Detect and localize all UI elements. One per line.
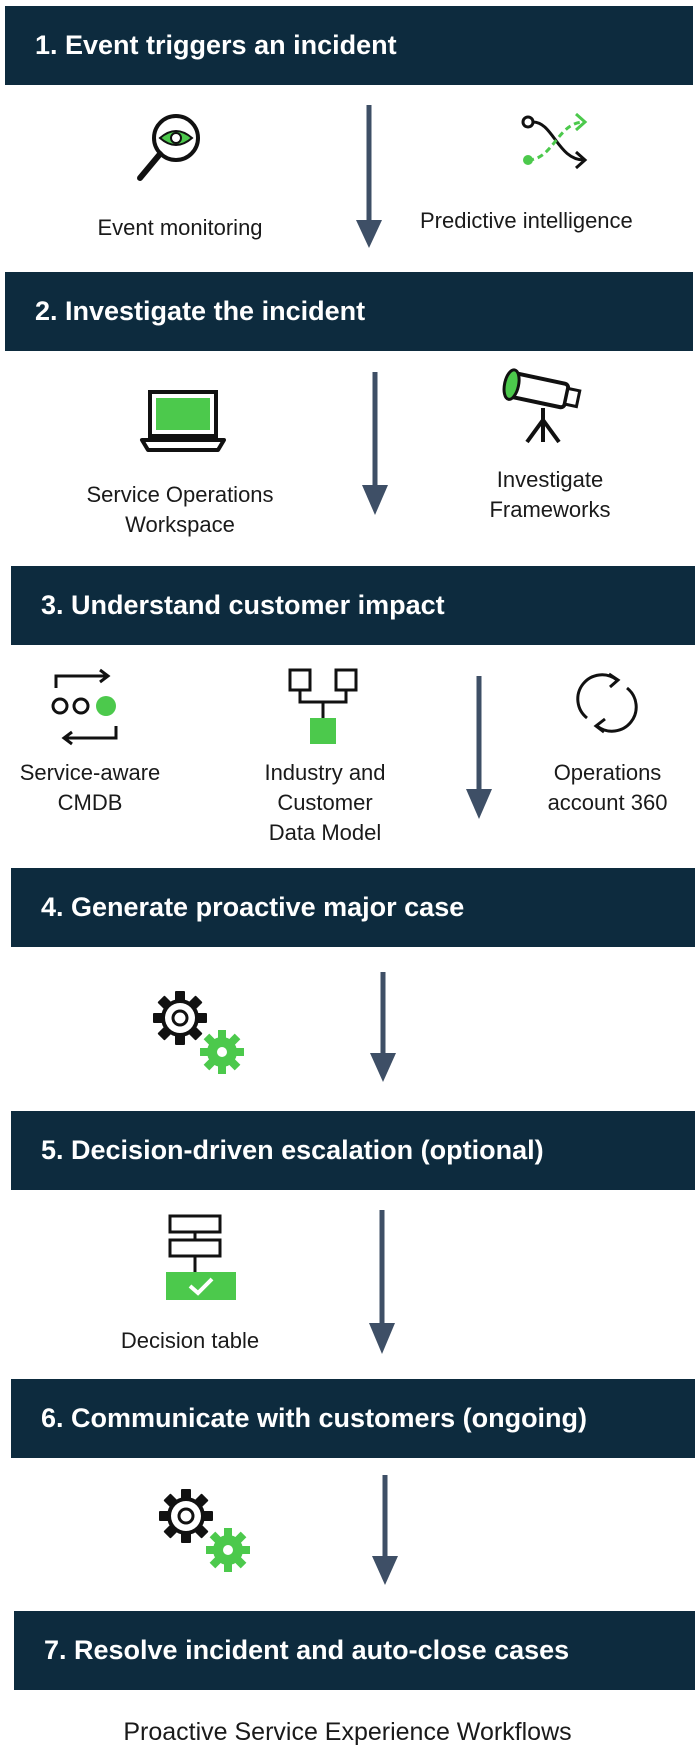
service-aware-cmdb-line1: Service-aware bbox=[19, 760, 161, 785]
magnifier-eye-icon bbox=[137, 114, 200, 181]
service-aware-cmdb-line2: CMDB bbox=[57, 790, 123, 815]
decision-table-label: Decision table bbox=[120, 1328, 260, 1353]
cycle-icon bbox=[576, 672, 638, 734]
industry-data-model-line2: Customer bbox=[277, 790, 373, 815]
operations-account-360-line1: Operations bbox=[553, 760, 662, 785]
step-4-bar: 4. Generate proactive major case bbox=[11, 868, 695, 947]
gears-icon bbox=[159, 1489, 250, 1572]
decision-table-icon bbox=[166, 1214, 236, 1300]
hierarchy-icon bbox=[288, 668, 358, 744]
service-operations-workspace-line2: Workspace bbox=[125, 512, 235, 537]
telescope-icon bbox=[502, 368, 582, 444]
gears-icon bbox=[153, 991, 244, 1074]
flow-arrow-5 bbox=[369, 1210, 395, 1354]
operations-account-360-line2: account 360 bbox=[547, 790, 668, 815]
flow-arrow-2 bbox=[362, 372, 388, 515]
investigate-frameworks-line1: Investigate bbox=[496, 467, 604, 492]
service-operations-workspace-line1: Service Operations bbox=[86, 482, 274, 507]
step-5-bar: 5. Decision-driven escalation (optional) bbox=[11, 1111, 695, 1190]
diagram-caption: Proactive Service Experience Workflows bbox=[123, 1718, 572, 1746]
flow-arrow-3 bbox=[466, 676, 492, 819]
flow-arrow-4 bbox=[370, 972, 396, 1082]
flow-arrow-1 bbox=[356, 105, 382, 248]
industry-data-model-line3: Data Model bbox=[268, 820, 382, 845]
step-1-bar: 1. Event triggers an incident bbox=[5, 6, 693, 85]
step-7-bar: 7. Resolve incident and auto-close cases bbox=[14, 1611, 695, 1690]
flow-arrow-6 bbox=[372, 1475, 398, 1585]
step-3-bar: 3. Understand customer impact bbox=[11, 566, 695, 645]
predictive-intelligence-label: Predictive intelligence bbox=[420, 208, 633, 233]
step-6-bar: 6. Communicate with customers (ongoing) bbox=[11, 1379, 695, 1458]
laptop-icon bbox=[140, 390, 226, 452]
shuffle-icon bbox=[521, 112, 588, 170]
event-monitoring-label: Event monitoring bbox=[97, 215, 263, 240]
investigate-frameworks-line2: Frameworks bbox=[489, 497, 611, 522]
step-2-bar: 2. Investigate the incident bbox=[5, 272, 693, 351]
industry-data-model-line1: Industry and bbox=[264, 760, 386, 785]
service-map-icon bbox=[51, 668, 118, 746]
